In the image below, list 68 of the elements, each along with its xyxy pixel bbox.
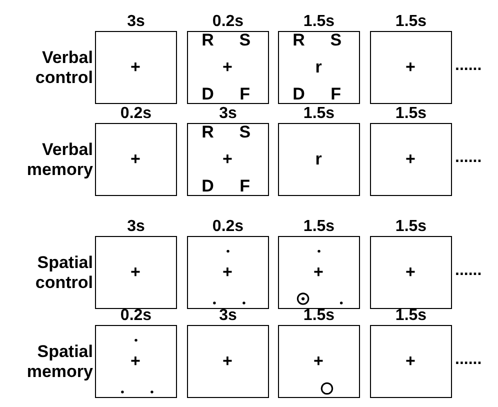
stimulus-symbol: +	[222, 264, 232, 280]
stimulus-symbol: +	[406, 150, 416, 168]
stimulus-symbol: +	[222, 58, 232, 76]
stimulus-symbol: +	[130, 352, 140, 370]
condition-label: Verbal memory	[26, 140, 93, 180]
duration-label: 1.5s	[394, 219, 428, 235]
duration-label: 1.5s	[394, 106, 428, 122]
duration-label: 3s	[126, 219, 146, 235]
continuation-dots: ......	[455, 262, 482, 278]
stimulus-screen	[187, 325, 269, 398]
duration-label: 3s	[218, 106, 238, 122]
stimulus-symbol: F	[240, 85, 250, 102]
condition-label: Spatial control	[34, 252, 93, 292]
stimulus-symbol: +	[406, 352, 416, 370]
stimulus-screen	[370, 325, 452, 398]
duration-label: 0.2s	[119, 308, 153, 324]
stimulus-screen	[187, 31, 269, 104]
stimulus-screen	[370, 31, 452, 104]
stimulus-symbol: +	[314, 264, 324, 280]
duration-label: 3s	[126, 14, 146, 30]
stimulus-screen	[95, 31, 177, 104]
stimulus-symbol: D	[292, 85, 305, 102]
stimulus-symbol: S	[239, 32, 251, 49]
stimulus-symbol: +	[314, 352, 324, 370]
stimulus-symbol: +	[222, 352, 232, 370]
stimulus-symbol: +	[130, 264, 140, 280]
stimulus-symbol: R	[202, 124, 214, 141]
stimulus-screen	[187, 236, 269, 309]
stimulus-symbol: S	[239, 124, 251, 141]
stimulus-symbol: +	[406, 58, 416, 76]
stimulus-screen	[95, 123, 177, 196]
duration-label: 1.5s	[394, 14, 428, 30]
stimulus-symbol: S	[330, 32, 342, 49]
stimulus-screen	[95, 325, 177, 398]
stimulus-symbol: F	[330, 85, 342, 102]
duration-label: 0.2s	[211, 219, 245, 235]
continuation-dots: ......	[455, 58, 482, 74]
stimulus-symbol: D	[202, 85, 214, 102]
stimulus-screen	[278, 236, 360, 309]
stimulus-screen	[278, 325, 360, 398]
duration-label: 1.5s	[302, 308, 336, 324]
continuation-dots: ......	[455, 150, 482, 166]
stimulus-screen	[187, 123, 269, 196]
stimulus-symbol: F	[240, 177, 250, 194]
stimulus-screen	[95, 236, 177, 309]
duration-label: 3s	[218, 308, 238, 324]
duration-label: 1.5s	[302, 106, 336, 122]
duration-label: 1.5s	[302, 219, 336, 235]
stimulus-symbol: r	[315, 150, 322, 168]
stimulus-symbol: R	[202, 32, 214, 49]
stimulus-screen	[370, 236, 452, 309]
duration-label: 0.2s	[211, 14, 245, 30]
duration-label: 1.5s	[302, 14, 336, 30]
stimulus-screen	[278, 31, 360, 104]
condition-label: Spatial memory	[26, 342, 93, 382]
stimulus-symbol: R	[292, 32, 305, 49]
stimulus-symbol: D	[202, 177, 214, 194]
condition-label: Verbal control	[34, 48, 93, 88]
duration-label: 1.5s	[394, 308, 428, 324]
continuation-dots: ......	[455, 352, 482, 368]
stimulus-screen	[370, 123, 452, 196]
stimulus-symbol: +	[130, 58, 140, 76]
stimulus-symbol: +	[406, 264, 416, 280]
duration-label: 0.2s	[119, 106, 153, 122]
stimulus-symbol: r	[315, 58, 322, 76]
stimulus-symbol: +	[222, 150, 232, 168]
stimulus-screen	[278, 123, 360, 196]
stimulus-symbol: +	[130, 150, 140, 168]
